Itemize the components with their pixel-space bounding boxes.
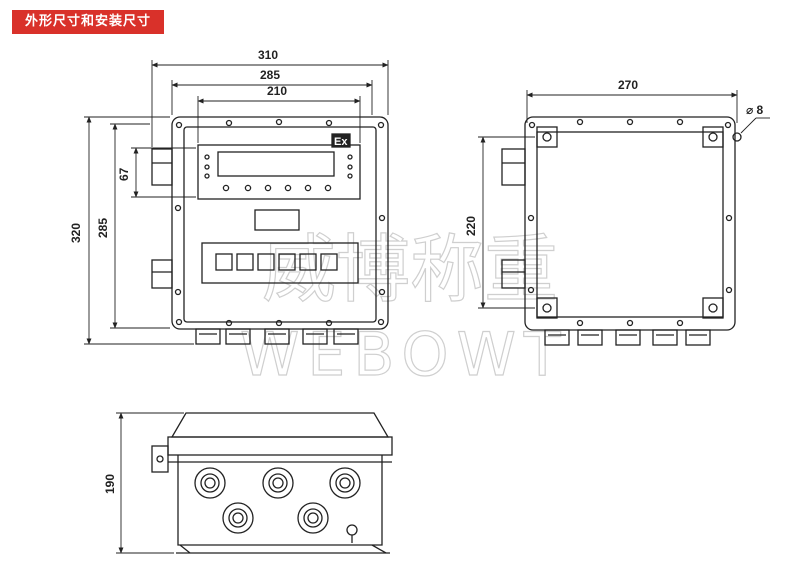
dim-depth: 190 <box>103 474 117 494</box>
keypad-panel <box>201 242 359 284</box>
side-hinge <box>151 445 169 473</box>
side-body <box>177 455 383 546</box>
ex-mark-box <box>331 133 351 148</box>
side-lid-rim <box>167 436 393 456</box>
dim-panel-width: 210 <box>267 84 287 98</box>
ex-mark: Ex <box>334 136 348 148</box>
dim-mount-height: 220 <box>464 216 478 236</box>
front-dimensions <box>84 60 389 345</box>
front-view: Ex <box>151 116 389 345</box>
back-hinge-bottom <box>501 259 526 289</box>
side-cable-glands <box>194 467 361 534</box>
ground-bolt <box>346 524 358 536</box>
side-lid <box>170 412 390 438</box>
back-bolts <box>527 118 733 327</box>
dim-mount-width: 270 <box>618 78 638 92</box>
nameplate <box>254 209 300 231</box>
watermark-latin: WEBOWT <box>240 320 569 390</box>
display-screen <box>217 151 335 177</box>
dim-overall-width: 310 <box>258 48 278 62</box>
back-view <box>501 116 742 346</box>
front-cable-glands <box>195 328 359 345</box>
keypad-keys <box>215 253 338 271</box>
front-hinge-bottom <box>151 259 173 289</box>
back-dimensions <box>478 90 770 309</box>
back-hinge-top <box>501 148 526 186</box>
back-inner-frame <box>536 131 724 318</box>
front-hinge-top <box>151 148 173 186</box>
dim-hole: ⌀ 8 <box>746 103 764 117</box>
back-cable-glands <box>544 329 711 346</box>
display-panel <box>197 144 361 200</box>
mounting-brackets <box>536 126 742 319</box>
section-title-badge: 外形尺寸和安装尺寸 <box>12 10 164 34</box>
dim-body-height: 285 <box>96 218 110 238</box>
side-view <box>151 412 393 554</box>
watermark: 威博称重 WEBOWT <box>239 226 569 390</box>
front-inner-frame <box>183 126 377 323</box>
dim-body-width: 285 <box>260 68 280 82</box>
display-indicators <box>204 154 353 192</box>
dim-display-height: 67 <box>117 167 131 181</box>
dim-overall-height: 320 <box>69 223 83 243</box>
front-bolts <box>174 118 386 327</box>
side-dimensions <box>116 412 184 554</box>
